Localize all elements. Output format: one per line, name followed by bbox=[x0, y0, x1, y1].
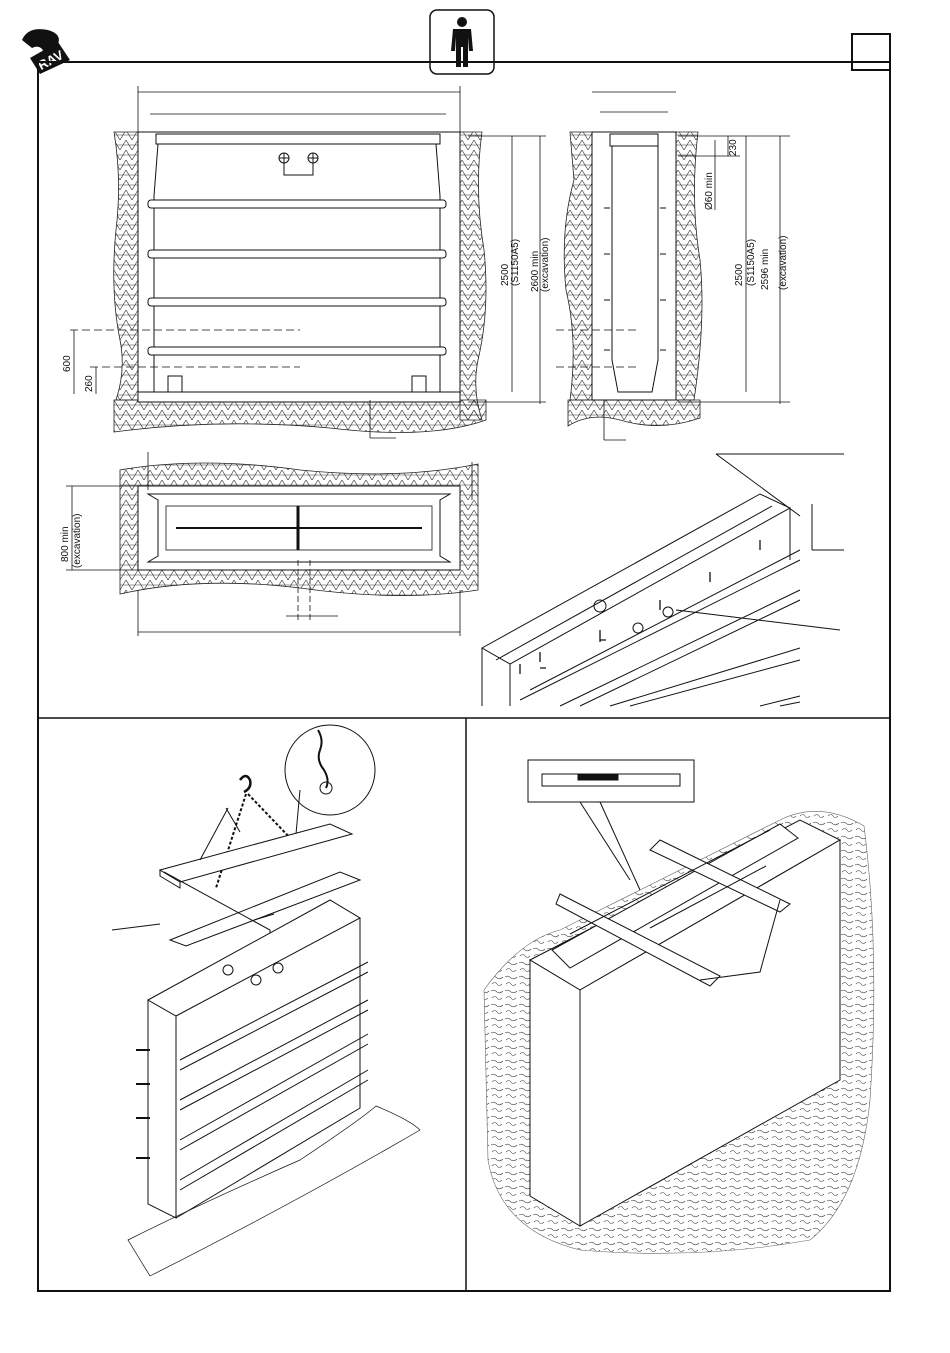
front-elevation-view: 600 260 2500 (S1150A5) 2600 min (excavat… bbox=[62, 86, 551, 438]
person-icon bbox=[430, 10, 494, 74]
front-dim-600: 600 bbox=[62, 355, 73, 372]
pit-installation-illustration bbox=[484, 760, 874, 1253]
plan-dim-excavation: (excavation) bbox=[72, 514, 83, 568]
side-dim-2596-min: 2596 min bbox=[760, 249, 771, 290]
soil-right bbox=[460, 132, 486, 420]
rav-logo: RAV bbox=[22, 29, 70, 74]
front-dim-260: 260 bbox=[84, 375, 95, 392]
front-dim-s1150a5: (S1150A5) bbox=[510, 239, 521, 286]
plan-dim-800-min: 800 min bbox=[60, 526, 71, 562]
side-dim-230: 230 bbox=[728, 139, 739, 156]
tank-front-outline bbox=[138, 132, 460, 402]
soil-bottom bbox=[114, 400, 486, 433]
page-number-box bbox=[852, 34, 890, 70]
isometric-tank-detail bbox=[482, 454, 844, 706]
side-dim-d60: Ø60 min bbox=[704, 172, 715, 210]
soil-left bbox=[114, 132, 138, 400]
front-dim-excavation: (excavation) bbox=[540, 238, 551, 292]
lifting-illustration bbox=[112, 725, 420, 1276]
side-dim-excavation: (excavation) bbox=[778, 236, 789, 290]
side-dim-2500: 2500 bbox=[734, 263, 745, 286]
side-dim-s1150a5: (S1150A5) bbox=[746, 239, 757, 286]
side-elevation-view: 230 Ø60 min 2500 (S1150A5) 2596 min (exc… bbox=[556, 92, 790, 440]
plan-view: 800 min (excavation) bbox=[60, 452, 478, 636]
